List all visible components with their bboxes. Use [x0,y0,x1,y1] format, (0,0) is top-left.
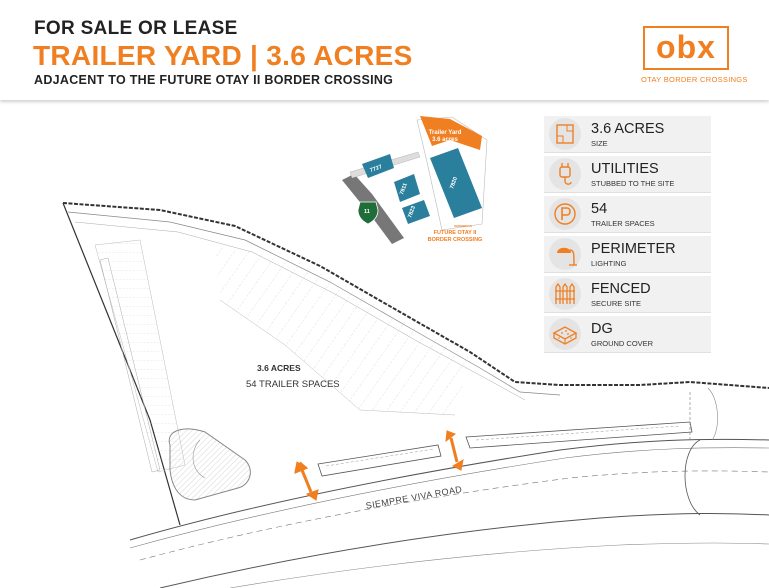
inset-yard-label: Trailer Yard 3.6 acres [428,130,462,144]
inset-crossing-label-1: FUTURE OTAY II [433,230,477,236]
feature-label: GROUND COVER [591,339,654,348]
logo-frame [643,26,729,70]
access-arrow-west [294,461,319,501]
ground-cover-icon [549,318,581,350]
road-centerline [139,470,769,561]
feature-ground-cover: DG GROUND COVER [544,316,711,353]
inset-building-7823 [402,200,430,224]
feature-value: UTILITIES [591,161,659,177]
feature-size: 3.6 ACRES SIZE [544,116,711,153]
site-plan [62,202,769,588]
feature-utilities: UTILITIES STUBBED TO THE SITE [544,156,711,193]
page-subtitle: ADJACENT TO THE FUTURE OTAY II BORDER CR… [34,73,394,87]
listing-type: FOR SALE OR LEASE [34,18,238,39]
feature-label: LIGHTING [591,259,627,268]
feature-value: 54 [591,201,608,217]
feature-value: PERIMETER [591,241,676,257]
feature-value: DG [591,321,613,337]
inset-building-7811 [394,174,420,202]
median-2 [465,421,693,449]
inset-yard-label-2: 3.6 acres [432,137,458,143]
lamp-icon [549,238,581,270]
inset-building-7727 [362,154,394,178]
inset-crossing-label: FUTURE OTAY II BORDER CROSSING [422,230,488,244]
plug-icon [549,158,581,190]
feature-label: TRAILER SPACES [591,219,655,228]
feature-value: FENCED [591,281,651,297]
inset-crossing-label-2: BORDER CROSSING [427,237,483,243]
site-acres-label: 3.6 ACRES [257,363,301,373]
fence-icon [549,278,581,310]
feature-trailer-spaces: 54 TRAILER SPACES [544,196,711,233]
road-edge-south [159,512,769,588]
site-size-icon [549,118,581,150]
feature-label: SIZE [591,139,608,148]
median-1 [317,444,442,477]
obx-logo: obx OTAY BORDER CROSSINGS [641,26,748,86]
logo-tagline: OTAY BORDER CROSSINGS [641,75,748,84]
inset-building-7820 [430,148,482,218]
inset-yard-label-1: Trailer Yard [428,130,462,136]
inset-location-map: Trailer Yard 3.6 acres 7727 7811 7823 78… [332,112,492,252]
logo-wordmark: obx [656,29,716,65]
route-shield-icon [357,201,379,225]
site-boundary [62,202,769,389]
feature-value: 3.6 ACRES [591,121,665,137]
site-spaces-label: 54 TRAILER SPACES [246,379,340,390]
feature-label: STUBBED TO THE SITE [591,179,675,188]
parking-icon [549,198,581,230]
header: FOR SALE OR LEASE TRAILER YARD | 3.6 ACR… [0,0,769,100]
road-edge-north [129,438,769,541]
inset-yard-parcel [420,116,482,150]
feature-label: SECURE SITE [591,299,642,308]
parking-stalls-diagonal [215,245,470,415]
feature-lighting: PERIMETER LIGHTING [544,236,711,273]
inset-map-drawing [342,116,488,244]
landscape-island [168,428,251,501]
feature-fenced: FENCED SECURE SITE [544,276,711,313]
feature-list: 3.6 ACRES SIZE UTILITIES STUBBED TO THE … [544,116,711,356]
page-title: TRAILER YARD | 3.6 ACRES [33,40,413,71]
access-arrow-east [445,430,464,471]
route-shield-number: 11 [364,209,370,215]
